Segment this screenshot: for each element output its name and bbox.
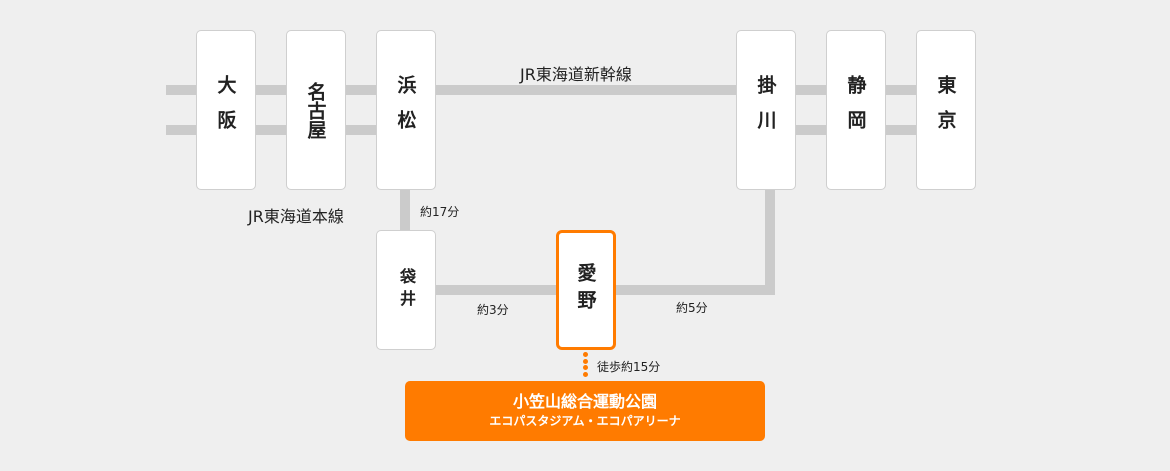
station-hamamatsu[interactable]: 浜松 bbox=[376, 30, 436, 190]
station-kakegawa[interactable]: 掛川 bbox=[736, 30, 796, 190]
time-fukuroi-aino: 約3分 bbox=[477, 303, 509, 317]
walking-path-dots bbox=[583, 352, 588, 378]
station-name: 掛川 bbox=[754, 75, 777, 145]
station-name: 名古屋 bbox=[304, 81, 327, 139]
station-fukuroi[interactable]: 袋井 bbox=[376, 230, 436, 350]
honsen-label: JR東海道本線 bbox=[248, 207, 344, 226]
station-shizuoka[interactable]: 静岡 bbox=[826, 30, 886, 190]
time-walk: 徒歩約15分 bbox=[597, 360, 661, 374]
station-osaka[interactable]: 大阪 bbox=[196, 30, 256, 190]
destination-subtitle: エコパスタジアム・エコパアリーナ bbox=[489, 414, 681, 428]
station-name: 袋井 bbox=[397, 268, 416, 312]
hamamatsu-fukuroi-connector bbox=[400, 189, 410, 231]
station-name: 愛野 bbox=[574, 263, 597, 317]
destination-box[interactable]: 小笠山総合運動公園 エコパスタジアム・エコパアリーナ bbox=[405, 381, 765, 441]
station-name: 東京 bbox=[934, 75, 957, 145]
station-nagoya[interactable]: 名古屋 bbox=[286, 30, 346, 190]
kakegawa-down-connector bbox=[765, 189, 775, 295]
shinkansen-line bbox=[166, 85, 916, 95]
station-aino[interactable]: 愛野 bbox=[556, 230, 616, 350]
fukuroi-aino-line bbox=[436, 285, 558, 295]
time-hamamatsu-fukuroi: 約17分 bbox=[420, 205, 460, 219]
station-name: 浜松 bbox=[394, 75, 417, 145]
station-name: 大阪 bbox=[214, 75, 237, 145]
station-tokyo[interactable]: 東京 bbox=[916, 30, 976, 190]
shinkansen-label: JR東海道新幹線 bbox=[520, 65, 632, 84]
time-aino-kakegawa: 約5分 bbox=[676, 301, 708, 315]
aino-kakegawa-line bbox=[614, 285, 775, 295]
destination-title: 小笠山総合運動公園 bbox=[512, 392, 657, 411]
station-name: 静岡 bbox=[844, 75, 867, 145]
